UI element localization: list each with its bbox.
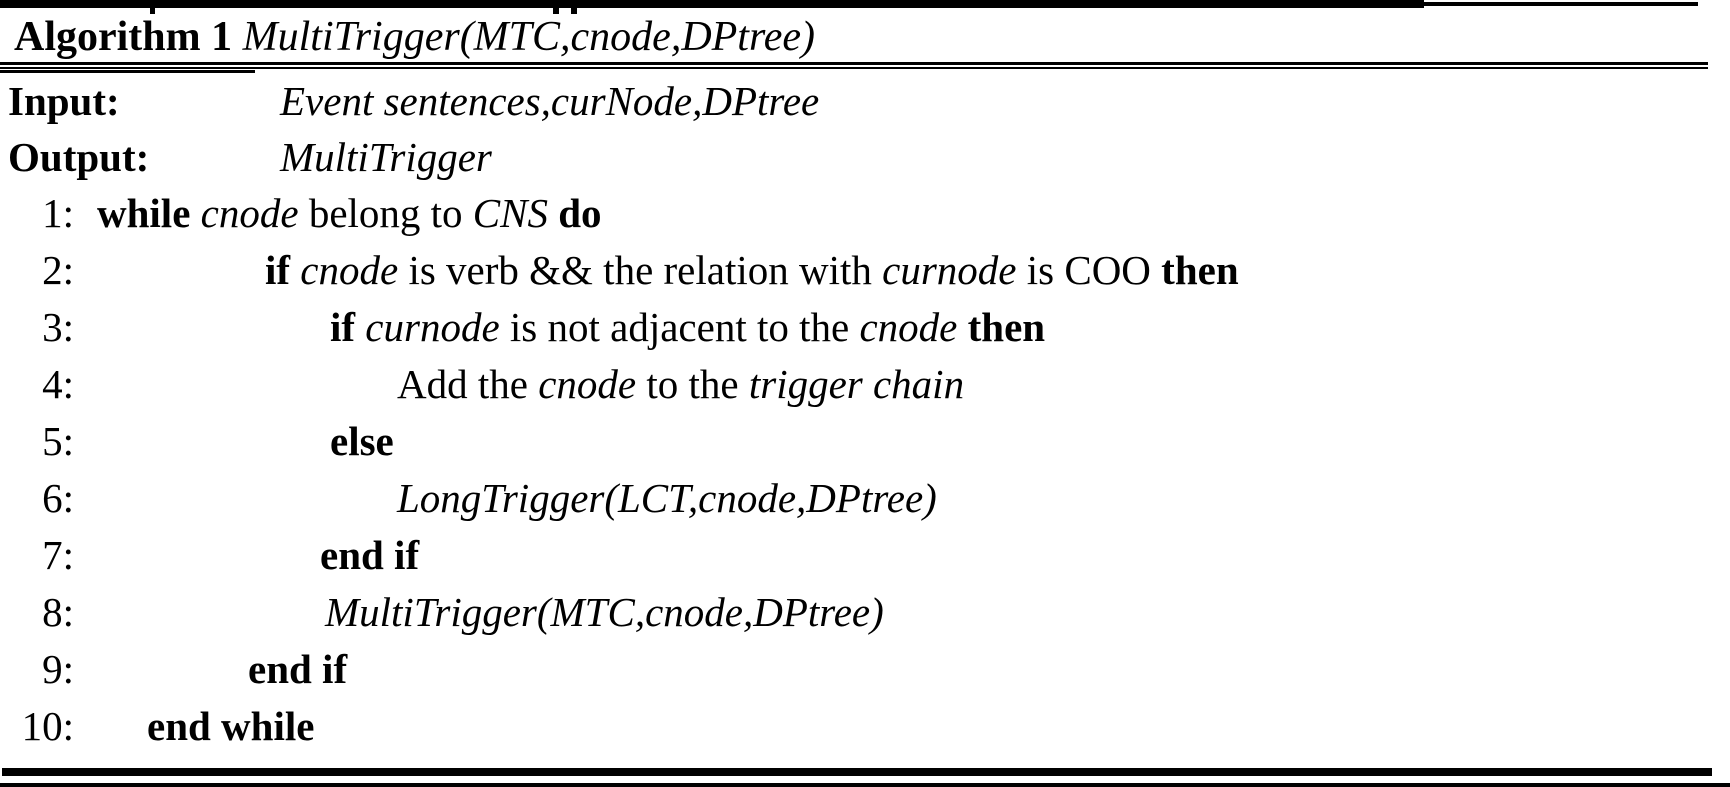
bottom-crop-line (0, 783, 1730, 787)
line-number: 3: (42, 304, 74, 350)
code-line: 4: Add the cnode to the trigger chain (0, 361, 1730, 413)
line-content: end if (320, 532, 420, 578)
line-number: 5: (42, 418, 74, 464)
line-number: 6: (42, 475, 74, 521)
line-number: 1: (42, 190, 74, 236)
algorithm-signature: MultiTrigger(MTC,cnode,DPtree) (242, 14, 816, 60)
code-line: 5: else (0, 418, 1730, 470)
line-number: 8: (42, 589, 74, 635)
line-content: LongTrigger(LCT,cnode,DPtree) (397, 475, 937, 521)
bottom-rule-thick (2, 768, 1712, 776)
input-value: Event sentences,curNode,DPtree (280, 78, 820, 124)
header-rule-double (0, 67, 1708, 69)
code-line: 8: MultiTrigger(MTC,cnode,DPtree) (0, 589, 1730, 641)
line-content: Add the cnode to the trigger chain (397, 361, 965, 407)
output-row: Output: MultiTrigger (0, 134, 1730, 184)
line-content: if cnode is verb && the relation with cu… (265, 247, 1239, 293)
line-content: MultiTrigger(MTC,cnode,DPtree) (325, 589, 884, 635)
code-line: 10: end while (0, 703, 1730, 755)
code-line: 7: end if (0, 532, 1730, 584)
line-content: end if (248, 646, 348, 692)
top-crop-descender (150, 8, 155, 14)
top-crop-descender (571, 8, 577, 14)
line-content: while cnode belong to CNS do (97, 190, 602, 236)
input-row: Input: Event sentences,curNode,DPtree (0, 78, 1730, 128)
code-line: 9: end if (0, 646, 1730, 698)
output-value: MultiTrigger (280, 134, 492, 180)
line-content: if curnode is not adjacent to the cnode … (330, 304, 1046, 350)
top-crop-bar-tail (1424, 2, 1698, 6)
line-content: end while (147, 703, 315, 749)
line-number: 10: (21, 703, 74, 749)
header-rule (0, 62, 1708, 65)
line-number: 4: (42, 361, 74, 407)
output-label: Output: (8, 134, 150, 180)
input-label: Input: (8, 78, 120, 124)
line-number: 9: (42, 646, 74, 692)
algorithm-header: Algorithm 1 MultiTrigger(MTC,cnode,DPtre… (14, 14, 815, 60)
top-crop-bar (0, 0, 1424, 8)
line-number: 2: (42, 247, 74, 293)
line-content: else (330, 418, 394, 464)
code-line: 2: if cnode is verb && the relation with… (0, 247, 1730, 299)
header-label-underline (0, 70, 255, 73)
algorithm-label: Algorithm 1 (14, 14, 233, 60)
code-line: 1: while cnode belong to CNS do (0, 190, 1730, 242)
line-number: 7: (42, 532, 74, 578)
code-line: 6: LongTrigger(LCT,cnode,DPtree) (0, 475, 1730, 527)
top-crop-descender (553, 8, 559, 14)
code-line: 3: if curnode is not adjacent to the cno… (0, 304, 1730, 356)
